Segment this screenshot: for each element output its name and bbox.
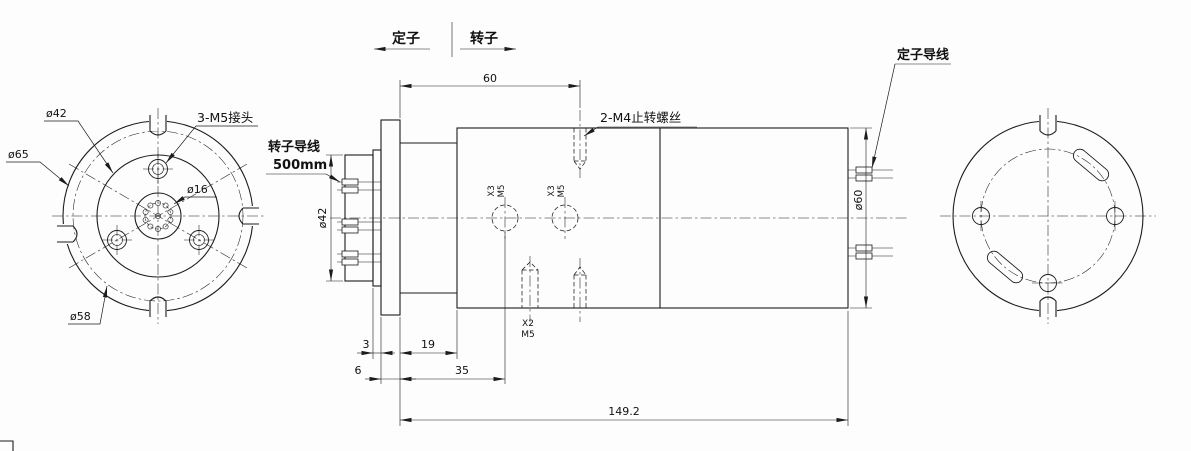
top-set-screw-m4 [573,128,587,170]
label-rotor-lead-length: 500mm [273,158,327,173]
side-section-view: 定子 转子 [266,22,951,426]
left-view-labels: ø42 ø65 3-M5接头 ø16 ø58 [6,107,258,325]
radial-hole-1 [491,204,519,232]
label-3-m5-connector: 3-M5接头 [197,110,253,125]
flange [380,119,401,316]
radial-hole-1-thread: M5 [497,185,507,198]
stator-lead-pins [848,166,893,260]
label-stator-lead: 定子导线 [896,47,949,63]
neck-section [400,142,457,294]
radial-hole-2-count: X3 [547,185,557,196]
label-rotor: 转子 [470,30,498,47]
dimensions: 60 ø42 ø60 3 19 6 35 149.2 [316,72,869,423]
m5-connector-right [184,225,214,255]
leader-set-screw [583,126,599,137]
side-view-labels: 2-M4止转螺丝 转子导线 500mm 定子导线 [266,47,951,183]
bottom-hole-count: X2 [522,319,534,329]
right-view-centerlines [940,108,1156,324]
radial-hole-2-thread: M5 [557,185,567,198]
dim-d16: ø16 [187,183,208,196]
dimension-extension-lines [326,80,872,426]
center-connector-d16 [134,192,182,240]
label-stator: 定子 [392,30,420,47]
label-set-screw: 2-M4止转螺丝 [600,110,681,125]
dim-3: 3 [363,338,370,351]
radial-hole-1-count: X3 [487,185,497,196]
dim-6: 6 [355,364,362,377]
stator-rotor-header: 定子 转子 [374,22,516,57]
leader-d16 [173,196,217,205]
dim-d60: ø60 [852,190,865,211]
leader-stator-lead [871,63,896,169]
dim-60: 60 [483,72,497,85]
m5-connector-left [102,225,132,255]
right-end-view [940,108,1156,324]
hole-callouts: X3 M5 X3 M5 X2 M5 [487,185,567,340]
dim-d65: ø65 [8,148,29,161]
left-end-view: ø42 ø65 3-M5接头 ø16 ø58 [6,107,264,325]
dim-d42-side: ø42 [316,208,329,229]
leader-rotor-lead [325,173,341,183]
bottom-set-screw-m4 [573,266,587,308]
dim-149-2: 149.2 [608,405,640,418]
leader-d58 [68,285,108,325]
side-view-centerlines [330,110,908,322]
m5-connector-top [143,154,173,184]
side-view-body [344,119,849,316]
dim-d42-left-view: ø42 [46,107,67,120]
dim-d58: ø58 [70,310,91,323]
left-view-centerlines [52,108,264,324]
dim-19: 19 [421,338,435,351]
rotor-lead-pins [337,178,381,266]
right-view-slots [986,148,1110,284]
right-view-holes [972,201,1124,292]
leader-d65 [6,161,70,187]
bottom-hole-thread: M5 [521,330,535,340]
leader-connector [165,125,258,164]
dim-35: 35 [455,364,469,377]
leader-d42 [44,120,114,174]
label-rotor-lead: 转子导线 [268,139,320,155]
border-corner-mark [0,440,14,451]
